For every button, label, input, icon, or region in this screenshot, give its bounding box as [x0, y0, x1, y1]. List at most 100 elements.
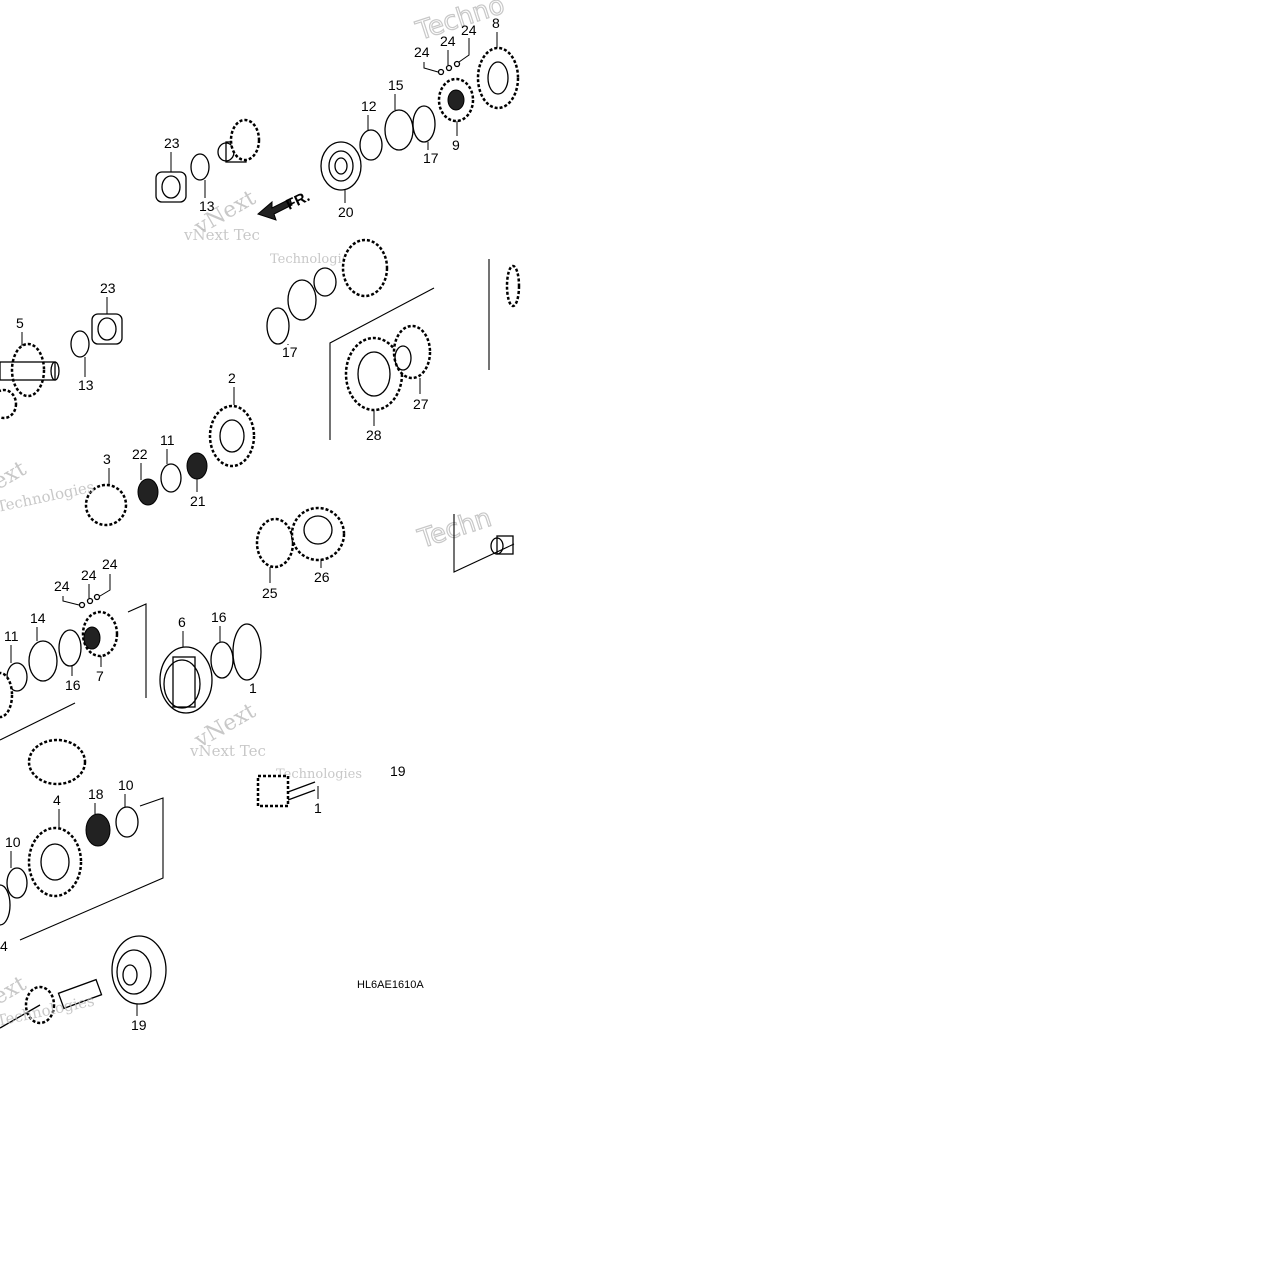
washer-12 — [359, 129, 383, 161]
callout-18: 18 — [88, 786, 104, 802]
callout-12: 12 — [361, 98, 377, 114]
gear-3 — [84, 483, 128, 527]
callout-13-a: 13 — [199, 198, 215, 214]
callout-4: 4 — [53, 792, 61, 808]
ring-17-a — [412, 105, 436, 143]
front-direction-arrow: FR. — [257, 188, 313, 221]
callout-1: 1 — [314, 800, 322, 816]
circlip-edge — [232, 623, 262, 681]
diagram-code: HL6AE1610A — [357, 979, 424, 991]
ring-16-a — [58, 629, 82, 667]
callout-11-a: 11 — [160, 432, 175, 448]
washer-11-b — [6, 662, 28, 692]
washer-13-b — [70, 330, 90, 358]
ball-bearing-20 — [320, 141, 362, 191]
callout-14-a: 14 — [30, 610, 46, 626]
callout-25: 25 — [262, 585, 278, 601]
circlip-15 — [384, 109, 414, 151]
callout-24-d: 24 — [54, 578, 70, 594]
front-direction-label: FR. — [284, 188, 313, 214]
gear-partial — [341, 238, 389, 298]
callout-16-a: 16 — [65, 677, 81, 693]
callout-15: 15 — [388, 77, 404, 93]
needle-bearing-18 — [85, 813, 111, 847]
gear-27 — [392, 324, 432, 380]
circlip-partial — [287, 279, 317, 321]
watermark-ext-a: ext — [0, 456, 31, 495]
tile-3: 23 13 5 2 21 11 — [0, 280, 256, 527]
tile-4: Technologies 17 28 27 — [266, 238, 521, 443]
needle-bearing-22 — [137, 478, 159, 506]
tile-6: 25 26 Techn — [255, 502, 515, 601]
callout-24-f: 24 — [102, 556, 118, 572]
callout-8: 8 — [492, 15, 500, 31]
tile-7: 10 18 4 10 4 19 — [0, 777, 167, 1033]
callout-23-b: 23 — [100, 280, 116, 296]
callout-20: 20 — [338, 204, 354, 220]
circlip-edge-b — [0, 884, 11, 926]
circlip-14 — [28, 640, 58, 682]
needle-bearing-23-b — [91, 313, 123, 345]
gear-2 — [208, 404, 256, 468]
callout-14-b: 4 — [0, 938, 8, 954]
tile-5: 24 24 24 7 16 14 11 6 — [0, 556, 266, 786]
ring-17-b — [266, 307, 290, 345]
gear-25 — [255, 517, 295, 569]
callout-13-b: 13 — [78, 377, 94, 393]
callout-10-b: 10 — [5, 834, 21, 850]
washer-10-b — [6, 867, 28, 899]
callout-6: 6 — [178, 614, 186, 630]
watermark-technologies-d: Technologies — [276, 767, 362, 782]
gear-shaft-fragment — [217, 118, 261, 163]
shaft-end — [490, 535, 514, 555]
watermark-techn: Techn — [414, 503, 495, 555]
gear-8 — [476, 46, 520, 110]
callout-19-a: 19 — [390, 763, 406, 779]
washer-13-a — [190, 153, 210, 181]
callout-24-e: 24 — [81, 567, 97, 583]
callout-2: 2 — [228, 370, 236, 386]
callout-22: 22 — [132, 446, 148, 462]
callout-21: 21 — [190, 493, 206, 509]
callout-1-partial: 1 — [249, 680, 257, 696]
callout-17-a: 17 — [423, 150, 439, 166]
hub-26 — [290, 506, 346, 562]
watermark-vnext-tec-b: vNext Tec — [189, 742, 266, 760]
callout-24-b: 24 — [440, 33, 456, 49]
callout-3: 3 — [103, 451, 111, 467]
gear-4 — [27, 826, 83, 898]
ring-16-b — [210, 641, 234, 679]
callout-10-a: 10 — [118, 777, 134, 793]
callout-23-a: 23 — [164, 135, 180, 151]
washer-partial — [313, 267, 337, 297]
gear-edge-left — [0, 671, 14, 719]
watermark-technologies-b: Technologies — [270, 252, 356, 267]
gear-shaft-5 — [0, 342, 60, 420]
callout-24-c: 24 — [461, 22, 477, 38]
callout-9: 9 — [452, 137, 460, 153]
callout-16-b: 16 — [211, 609, 227, 625]
washer-10-a — [115, 806, 139, 838]
tile-2: Techno FR. 20 12 15 17 9 — [257, 0, 520, 221]
ball-bearing-19 — [111, 935, 167, 1005]
steel-balls-24-b — [62, 574, 111, 609]
callout-27: 27 — [413, 396, 429, 412]
callout-28: 28 — [366, 427, 382, 443]
shaft-1 — [256, 774, 316, 808]
gear-7 — [81, 610, 119, 658]
needle-bearing-21 — [186, 452, 208, 480]
washer-11-a — [160, 463, 182, 493]
callout-11-b: 11 — [4, 628, 19, 644]
tile-8: Technologies 1 19 HL6AE1610A — [256, 763, 424, 991]
callout-17-b: 17 — [282, 344, 298, 360]
callout-19-b: 19 — [131, 1017, 147, 1033]
gear-9 — [437, 77, 475, 123]
needle-bearing-23 — [155, 171, 187, 203]
hub-6 — [159, 646, 213, 714]
gear-partial-bottom — [27, 738, 87, 786]
main-shaft-fragment — [0, 978, 103, 1029]
watermark-vnext-tec-a: vNext Tec — [183, 226, 260, 244]
tile-1: 23 13 vNext vNext Tec — [155, 118, 261, 244]
callout-5: 5 — [16, 315, 24, 331]
